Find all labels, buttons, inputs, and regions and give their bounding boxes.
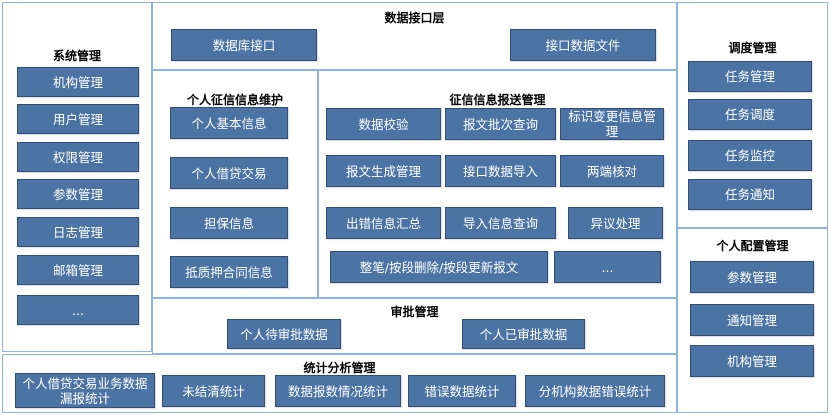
approval-title: 审批管理 bbox=[390, 305, 439, 319]
sys-org-mgmt-button[interactable]: 机构管理 bbox=[17, 67, 139, 97]
guarantee-info-button[interactable]: 担保信息 bbox=[170, 207, 288, 239]
error-data-stats-button[interactable]: 错误数据统计 bbox=[408, 375, 516, 407]
data-validation-button[interactable]: 数据校验 bbox=[326, 108, 441, 140]
task-notify-button[interactable]: 任务通知 bbox=[688, 179, 812, 210]
sys-more-button[interactable]: ... bbox=[17, 295, 139, 325]
pending-approval-button[interactable]: 个人待审批数据 bbox=[227, 319, 341, 349]
sys-log-mgmt-button[interactable]: 日志管理 bbox=[17, 217, 139, 247]
schedule-title: 调度管理 bbox=[728, 41, 777, 55]
approval-panel: 审批管理 个人待审批数据 个人已审批数据 bbox=[152, 298, 677, 354]
credit-report-panel: 征信信息报送管理 数据校验 报文批次查询 标识变更信息管理 报文生成管理 接口数… bbox=[318, 70, 677, 298]
schedule-panel: 调度管理 任务管理 任务调度 任务监控 任务通知 bbox=[677, 2, 828, 228]
personal-config-title: 个人配置管理 bbox=[716, 239, 789, 253]
credit-report-title: 征信信息报送管理 bbox=[449, 93, 546, 107]
sys-mailbox-mgmt-button[interactable]: 邮箱管理 bbox=[17, 255, 139, 285]
system-mgmt-title: 系统管理 bbox=[52, 49, 101, 63]
unsettled-stats-button[interactable]: 未结清统计 bbox=[162, 375, 265, 407]
config-org-mgmt-button[interactable]: 机构管理 bbox=[690, 345, 814, 377]
personal-credit-title: 个人征信信息维护 bbox=[186, 93, 283, 107]
personal-basic-info-button[interactable]: 个人基本信息 bbox=[170, 107, 288, 139]
personal-credit-panel: 个人征信信息维护 个人基本信息 个人借贷交易 担保信息 抵质押合同信息 bbox=[152, 70, 318, 298]
credit-more-button[interactable]: ... bbox=[554, 251, 661, 283]
objection-handling-button[interactable]: 异议处理 bbox=[568, 207, 663, 239]
sys-user-mgmt-button[interactable]: 用户管理 bbox=[17, 104, 139, 134]
system-mgmt-panel: 系统管理 机构管理 用户管理 权限管理 参数管理 日志管理 邮箱管理 ... bbox=[2, 2, 152, 352]
task-mgmt-button[interactable]: 任务管理 bbox=[688, 61, 812, 92]
data-report-stats-button[interactable]: 数据报数情况统计 bbox=[275, 375, 401, 407]
delete-update-report-button[interactable]: 整笔/按段删除/按段更新报文 bbox=[330, 251, 548, 283]
two-end-check-button[interactable]: 两端核对 bbox=[560, 155, 664, 187]
sys-permission-mgmt-button[interactable]: 权限管理 bbox=[17, 142, 139, 172]
loan-omission-stats-button[interactable]: 个人借贷交易业务数据漏报统计 bbox=[15, 373, 155, 408]
import-info-query-button[interactable]: 导入信息查询 bbox=[445, 207, 556, 239]
statistics-panel: 统计分析管理 个人借贷交易业务数据漏报统计 未结清统计 数据报数情况统计 错误数… bbox=[2, 354, 677, 413]
data-interface-panel: 数据接口层 数据库接口 接口数据文件 bbox=[152, 2, 677, 70]
approved-data-button[interactable]: 个人已审批数据 bbox=[462, 319, 585, 349]
task-monitor-button[interactable]: 任务监控 bbox=[688, 140, 812, 171]
sys-param-mgmt-button[interactable]: 参数管理 bbox=[17, 179, 139, 209]
report-generation-button[interactable]: 报文生成管理 bbox=[326, 155, 441, 187]
config-notify-mgmt-button[interactable]: 通知管理 bbox=[690, 304, 814, 336]
personal-config-panel: 个人配置管理 参数管理 通知管理 机构管理 bbox=[677, 228, 828, 413]
interface-data-file-button[interactable]: 接口数据文件 bbox=[510, 29, 656, 61]
task-schedule-button[interactable]: 任务调度 bbox=[688, 99, 812, 130]
collateral-contract-info-button[interactable]: 抵质押合同信息 bbox=[170, 256, 288, 288]
data-interface-title: 数据接口层 bbox=[384, 11, 445, 25]
personal-loan-transaction-button[interactable]: 个人借贷交易 bbox=[170, 157, 288, 189]
branch-error-stats-button[interactable]: 分机构数据错误统计 bbox=[525, 375, 665, 407]
config-param-mgmt-button[interactable]: 参数管理 bbox=[690, 261, 814, 293]
error-summary-button[interactable]: 出错信息汇总 bbox=[326, 207, 441, 239]
database-interface-button[interactable]: 数据库接口 bbox=[171, 29, 317, 61]
id-change-mgmt-button[interactable]: 标识变更信息管理 bbox=[560, 108, 664, 140]
interface-data-import-button[interactable]: 接口数据导入 bbox=[445, 155, 556, 187]
statistics-title: 统计分析管理 bbox=[303, 361, 376, 375]
batch-query-button[interactable]: 报文批次查询 bbox=[445, 108, 556, 140]
